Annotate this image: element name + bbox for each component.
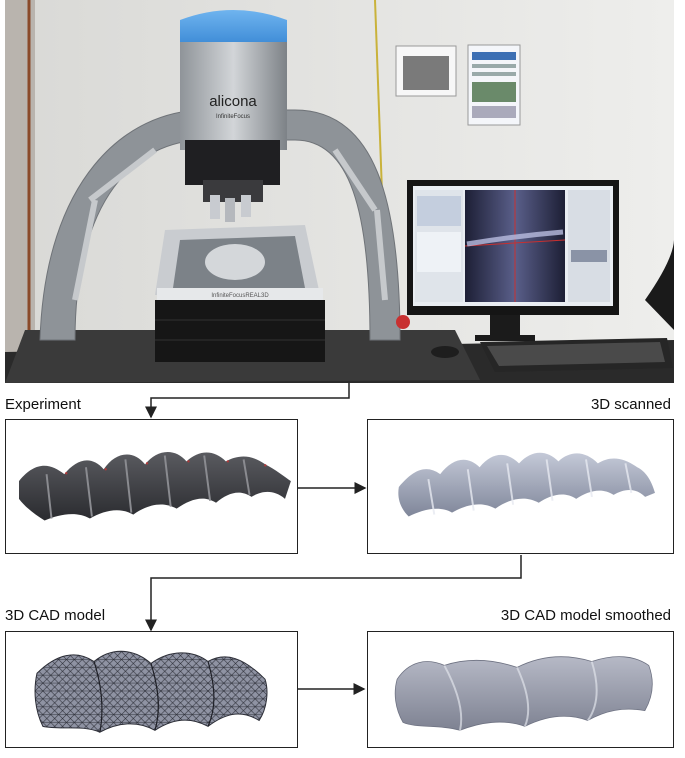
brand-logo-text: alicona [209, 93, 257, 110]
brand-subtext: InfiniteFocus [216, 114, 250, 120]
smoothed-mesh [394, 656, 653, 731]
cad-smoothed-panel [367, 631, 674, 748]
cad-mesh [34, 650, 268, 733]
cad-model-label: 3D CAD model [5, 607, 106, 624]
experiment-panel [5, 419, 298, 554]
lab-photo: alicona InfiniteFocus InfiniteFocusREAL3… [5, 0, 674, 383]
arrow-scanned-to-cad [145, 555, 522, 632]
specimen-photo [18, 452, 291, 521]
scanned-label: 3D scanned [590, 396, 671, 413]
scanned-panel [367, 419, 674, 554]
cad-smoothed-label: 3D CAD model smoothed [500, 607, 671, 624]
cad-model-panel [5, 631, 298, 748]
experiment-label: Experiment [5, 396, 81, 413]
stage-label: InfiniteFocusREAL3D [211, 293, 269, 299]
scanned-mesh [398, 452, 655, 517]
arrow-photo-to-experiment [145, 383, 350, 419]
